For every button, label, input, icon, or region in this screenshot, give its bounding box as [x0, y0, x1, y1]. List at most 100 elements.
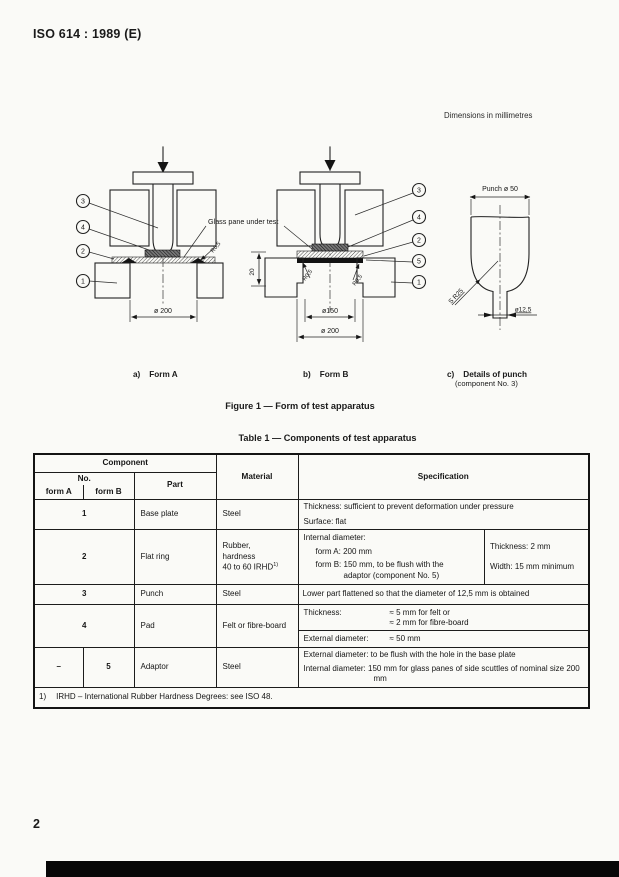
callout-2: 2 [417, 238, 421, 245]
form-b-dimension-depth-20: 20 [249, 251, 266, 287]
form-a-dimension-200: ø 200 [129, 300, 198, 322]
punch-detail-drawing: Punch ø 50 ø12,5 S R25 [447, 186, 537, 330]
form-b-radius-callout-right: R0,5 [352, 263, 364, 287]
row5-spec: External diameter: to be flush with the … [297, 647, 590, 688]
form-a-ring-right [190, 258, 206, 263]
callout-4: 4 [417, 215, 421, 222]
row5-material: Steel [215, 647, 299, 688]
row4-part: Pad [133, 603, 217, 649]
row2-part: Flat ring [133, 529, 217, 585]
header-material: Material [215, 453, 299, 500]
header-form-a: form A [33, 485, 84, 500]
form-b-base-plate-left [264, 257, 304, 298]
callout-4: 4 [81, 225, 85, 232]
row5-part: Adaptor [133, 647, 217, 688]
row3-no: 3 [33, 584, 135, 605]
form-b-dimension-150: ø150 [304, 299, 356, 322]
table-title: Table 1 — Components of test apparatus [238, 433, 417, 443]
table-row: 1 Base plate Steel Thickness: sufficient… [33, 498, 590, 531]
form-b-radius-callout-left: R0,5 [302, 262, 314, 282]
components-table: Component Material Specification No. Par… [33, 453, 590, 710]
figure-1-drawing: R0,5 ø 200 3 4 2 1 [75, 146, 537, 342]
form-b-drawing: 20 R0,5 R0,5 ø150 ø 200 [249, 146, 427, 342]
form-a-drawing: R0,5 ø 200 3 4 2 1 [75, 146, 224, 322]
table-row: 2 Flat ring Rubber, hardness 40 to 60 IR… [33, 529, 590, 585]
form-a-punch [152, 183, 174, 256]
glass-pane-label: Glass pane under test [183, 217, 313, 258]
row4-no: 4 [33, 603, 135, 649]
document-reference: ISO 614 : 1989 (E) [33, 27, 142, 41]
figure-caption: Figure 1 — Form of test apparatus [225, 401, 375, 411]
punch-diameter-label: Punch ø 50 [482, 186, 518, 193]
table-row: 3 Punch Steel Lower part flattened so th… [33, 584, 590, 605]
row3-material: Steel [215, 584, 299, 605]
form-a-guide-block-left [109, 189, 150, 247]
form-a-base-plate-right [196, 262, 224, 299]
row1-spec: Thickness: sufficient to prevent deforma… [297, 498, 590, 531]
svg-text:20: 20 [249, 268, 256, 276]
punch-top-dimension [469, 194, 531, 215]
svg-text:S R25: S R25 [447, 287, 465, 305]
header-specification: Specification [297, 453, 590, 500]
row1-material: Steel [215, 498, 299, 531]
table-row: 4 Pad Felt or fibre-board Thickness: ≈ 5… [33, 603, 590, 649]
callout-3: 3 [81, 199, 85, 206]
form-a-ring-left [121, 258, 137, 263]
svg-text:ø 200: ø 200 [154, 308, 172, 315]
svg-text:ø150: ø150 [322, 308, 338, 315]
row5-no-form-b: 5 [82, 647, 135, 688]
page-number: 2 [33, 817, 40, 831]
form-b-load-arrow-icon [324, 147, 336, 171]
form-a-guide-block-right [176, 189, 217, 247]
header-part: Part [133, 471, 217, 500]
punch-stem-dimension: ø12,5 [478, 307, 537, 318]
dimensions-note: Dimensions in millimetres [444, 111, 533, 120]
form-a-pad [144, 249, 181, 258]
form-b-base-plate-right [356, 257, 396, 298]
row2-spec: Internal diameter: form A: 200 mm form B… [297, 529, 590, 585]
form-a-callouts: 3 4 2 1 [75, 193, 159, 289]
row3-spec: Lower part flattened so that the diamete… [297, 584, 590, 605]
row1-no: 1 [33, 498, 135, 531]
form-b-punch-head [299, 171, 361, 185]
row4-spec: Thickness: ≈ 5 mm for felt or ≈ 2 mm for… [297, 603, 590, 649]
form-a-glass-pane [111, 256, 216, 264]
callout-3: 3 [417, 188, 421, 195]
scan-artifact-bar [46, 861, 619, 877]
form-b-callouts: 3 4 2 5 1 [347, 182, 427, 290]
svg-text:Glass pane under test: Glass pane under test [208, 217, 278, 226]
form-b-punch [319, 183, 341, 250]
svg-text:ø 200: ø 200 [321, 328, 339, 335]
row5-no-form-a: – [33, 647, 84, 688]
callout-1: 1 [81, 279, 85, 286]
header-component: Component [33, 453, 217, 473]
footnote-ref: 1) [273, 562, 279, 569]
form-b-guide-block-left [276, 189, 316, 247]
header-no: No. [33, 471, 135, 486]
table-footnote-row: 1)IRHD – International Rubber Hardness D… [33, 686, 590, 709]
form-b-dimension-200: ø 200 [296, 299, 364, 342]
row4-material: Felt or fibre-board [215, 603, 299, 649]
form-a-load-arrow-icon [157, 147, 169, 173]
form-a-punch-head [132, 171, 194, 185]
callout-2: 2 [81, 249, 85, 256]
svg-text:R0,5: R0,5 [210, 241, 222, 254]
svg-text:R0,5: R0,5 [352, 274, 364, 287]
form-a-base-plate-left [94, 262, 131, 299]
callout-5: 5 [417, 259, 421, 266]
form-b-adaptor [297, 258, 363, 263]
punch-caption: c)Details of punch (component No. 3) [447, 370, 527, 388]
punch-body-outline [470, 216, 530, 319]
form-b-pad [311, 243, 349, 252]
row3-part: Punch [133, 584, 217, 605]
row2-no: 2 [33, 529, 135, 585]
table-row: – 5 Adaptor Steel External diameter: to … [33, 647, 590, 688]
row2-material: Rubber, hardness 40 to 60 IRHD1) [215, 529, 299, 585]
svg-text:ø12,5: ø12,5 [515, 307, 532, 314]
form-b-caption: b)Form B [303, 370, 349, 379]
header-form-b: form B [82, 485, 135, 500]
form-b-guide-block-right [344, 189, 384, 247]
form-a-caption: a)Form A [133, 370, 178, 379]
callout-1: 1 [417, 280, 421, 287]
